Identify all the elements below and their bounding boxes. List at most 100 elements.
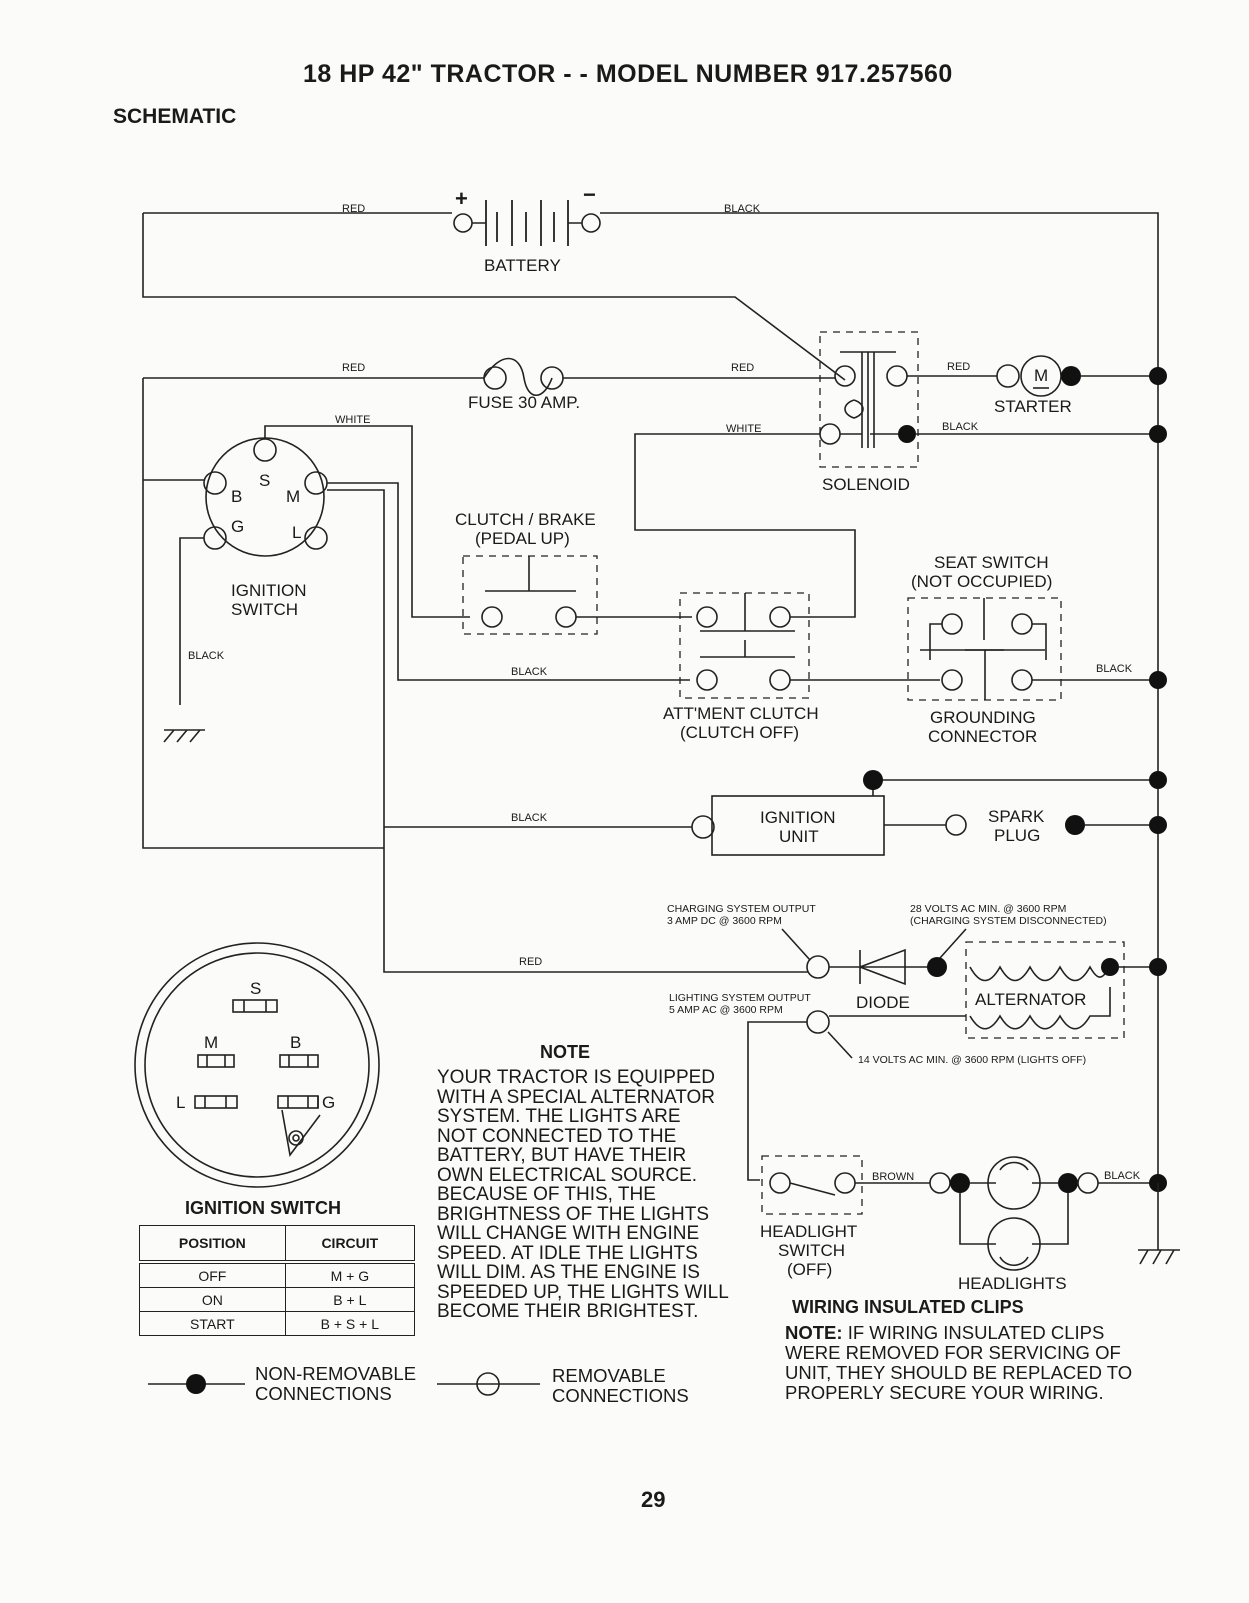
removable-connector	[483, 366, 507, 390]
page-number: 29	[641, 1487, 666, 1512]
wire-label-red: RED	[731, 362, 754, 374]
non-removable-connector	[1149, 367, 1167, 385]
removable-connector	[819, 423, 841, 445]
lighting-label: LIGHTING SYSTEM OUTPUT	[669, 992, 811, 1004]
legend-removable: REMOVABLE CONNECTIONS	[552, 1366, 689, 1406]
table-row: ON B + L	[139, 1287, 416, 1312]
section-title: SCHEMATIC	[113, 105, 237, 128]
wire-label-red: RED	[947, 361, 970, 373]
term-m-label: M	[286, 487, 300, 506]
terminal-m	[304, 471, 328, 495]
removable-connector	[581, 213, 601, 233]
face-g-label: G	[322, 1093, 335, 1112]
removable-connector	[696, 606, 718, 628]
charging-label: 3 AMP DC @ 3600 RPM	[667, 915, 782, 927]
solenoid-label: SOLENOID	[822, 475, 910, 494]
headlight-switch-label: SWITCH	[778, 1241, 845, 1260]
non-removable-connector	[1149, 816, 1167, 834]
clips-body: NOTE: IF WIRING INSULATED CLIPS WERE REM…	[785, 1323, 1205, 1403]
wire-label-red: RED	[519, 956, 542, 968]
seat-switch-label: SEAT SWITCH	[934, 553, 1049, 572]
table-header: POSITION	[139, 1225, 286, 1264]
note-line: SYSTEM. THE LIGHTS ARE	[437, 1106, 681, 1127]
non-removable-connector	[1061, 366, 1081, 386]
removable-connector	[769, 606, 791, 628]
seat-switch-label: (NOT OCCUPIED)	[911, 572, 1052, 591]
note-line: OWN ELECTRICAL SOURCE.	[437, 1164, 698, 1186]
ignition-switch-label: IGNITION	[231, 581, 307, 600]
ignition-unit: IGNITION UNIT SPARK PLUG BLACK	[142, 480, 1167, 856]
wire-label-red: RED	[342, 203, 365, 215]
ignition-switch-label: SWITCH	[231, 600, 298, 619]
headlight-bulb	[987, 1217, 1041, 1271]
removable-connector	[1077, 1172, 1099, 1194]
table-cell: ON	[139, 1287, 286, 1312]
note-line: BECOME THEIR BRIGHTEST.	[437, 1301, 699, 1322]
legend-text: CONNECTIONS	[552, 1385, 689, 1406]
headlight-switch-label: HEADLIGHT	[760, 1222, 857, 1241]
non-removable-connector	[950, 1173, 970, 1193]
non-removable-connector	[927, 957, 947, 977]
headlight-switch-label: (OFF)	[787, 1260, 832, 1279]
table-cell: B + S + L	[284, 1311, 416, 1336]
volts14-label: 14 VOLTS AC MIN. @ 3600 RPM (LIGHTS OFF)	[858, 1054, 1086, 1066]
page-title: 18 HP 42" TRACTOR - - MODEL NUMBER 917.2…	[303, 60, 953, 88]
term-s-label: S	[259, 471, 270, 490]
battery-minus: −	[583, 182, 596, 207]
ignition-unit-label: UNIT	[779, 827, 819, 846]
note-body: YOUR TRACTOR IS EQUIPPED WITH A SPECIAL …	[437, 1068, 757, 1322]
removable-connector	[806, 1010, 830, 1034]
legend-text: REMOVABLE	[552, 1365, 666, 1386]
legend-symbols	[148, 1372, 540, 1396]
wire-label-black: BLACK	[724, 203, 761, 215]
clips-line: PROPERLY SECURE YOUR WIRING.	[785, 1382, 1104, 1403]
terminal-s	[253, 438, 277, 462]
note-line: SPEED. AT IDLE THE LIGHTS	[437, 1242, 698, 1264]
removable-connector	[769, 1172, 791, 1194]
grounding-label: CONNECTOR	[928, 727, 1037, 746]
table-header: CIRCUIT	[284, 1225, 416, 1264]
ignition-switch-face: S M B L G	[134, 942, 380, 1188]
removable-connector	[555, 606, 577, 628]
legend-non-removable: NON-REMOVABLE CONNECTIONS	[255, 1364, 416, 1404]
removable-connector	[1011, 613, 1033, 635]
note-line: BATTERY, BUT HAVE THEIR	[437, 1145, 687, 1166]
battery: + − BATTERY RED BLACK	[142, 182, 1159, 1180]
note-line: SPEEDED UP, THE LIGHTS WILL	[437, 1281, 729, 1303]
removable-connector	[996, 364, 1020, 388]
headlights-label: HEADLIGHTS	[958, 1274, 1067, 1293]
battery-plus: +	[455, 186, 468, 211]
attment-label: ATT'MENT CLUTCH	[663, 704, 819, 723]
clips-line: UNIT, THEY SHOULD BE REPLACED TO	[785, 1362, 1133, 1383]
seat-switch: BLACK SEAT SWITCH (NOT OCCUPIED) GROUNDI…	[907, 553, 1167, 746]
ignition-circuit-table: POSITION CIRCUIT OFF M + G ON B + L STAR…	[139, 1225, 416, 1336]
removable-connector	[696, 669, 718, 691]
note-line: NOT CONNECTED TO THE	[437, 1125, 677, 1147]
clutch-brake-switch: CLUTCH / BRAKE (PEDAL UP)	[455, 510, 692, 635]
note-line: BECAUSE OF THIS, THE	[437, 1184, 656, 1205]
clips-note-label: NOTE:	[785, 1322, 843, 1343]
removable-connector	[769, 669, 791, 691]
battery-label: BATTERY	[484, 256, 561, 275]
table-header-row: POSITION CIRCUIT	[139, 1225, 416, 1264]
non-removable-connector	[1149, 771, 1167, 789]
removable-connector	[941, 669, 963, 691]
removable-connector	[691, 815, 715, 839]
grounding-label: GROUNDING	[930, 708, 1036, 727]
ignition-table-heading: IGNITION SWITCH	[185, 1198, 341, 1218]
wire-label-brown: BROWN	[872, 1171, 914, 1183]
volts28-label: (CHARGING SYSTEM DISCONNECTED)	[910, 915, 1107, 927]
clutch-brake-label: (PEDAL UP)	[475, 529, 570, 548]
spark-plug-label: PLUG	[994, 826, 1040, 845]
fuse-30-amp: FUSE 30 AMP. RED RED	[142, 357, 835, 481]
spark-plug-label: SPARK	[988, 807, 1045, 826]
table-row: OFF M + G	[139, 1261, 416, 1288]
removable-symbol	[476, 1372, 500, 1396]
non-removable-symbol	[186, 1374, 206, 1394]
starter: M STARTER	[994, 355, 1167, 443]
legend-text: NON-REMOVABLE	[255, 1363, 417, 1384]
clips-line: IF WIRING INSULATED CLIPS	[842, 1322, 1105, 1343]
removable-connector	[806, 955, 830, 979]
note-line: WITH A SPECIAL ALTERNATOR	[437, 1086, 716, 1108]
